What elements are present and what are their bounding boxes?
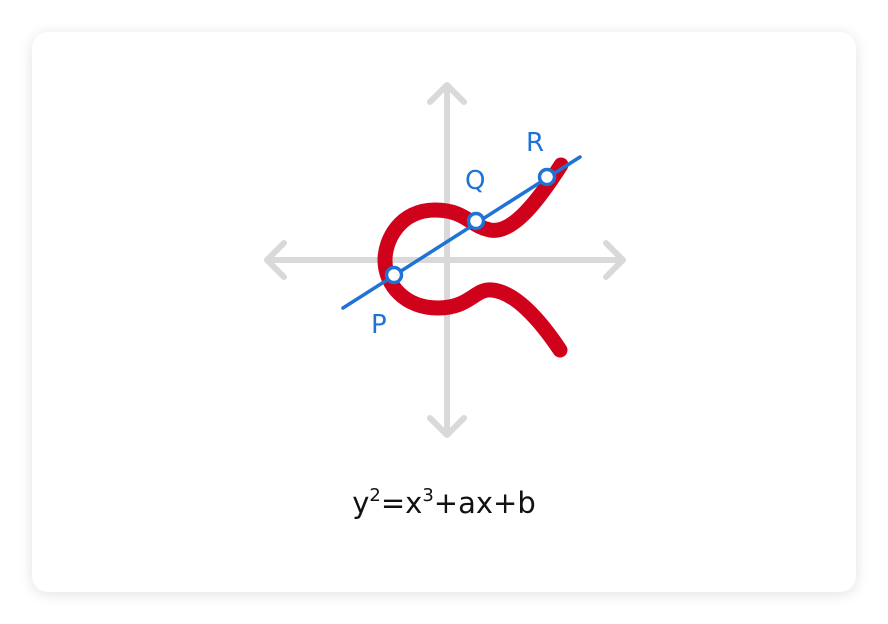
formula-x-exponent: 3 [422,485,434,506]
point-r [537,167,557,187]
formula-y: y [352,486,370,520]
point-p [384,265,404,285]
arrow-up-icon [427,82,467,105]
arrow-down-icon [427,415,467,438]
formula-eq: =x [380,486,423,520]
label-r: R [526,128,544,158]
axes [264,82,626,438]
arrow-left-icon [264,240,287,280]
elliptic-curve [377,157,569,358]
formula-y-exponent: 2 [369,485,381,506]
curve-equation: y2=x3+ax+b [0,486,888,520]
point-q [466,211,486,231]
label-p: P [371,310,387,340]
arrow-right-icon [603,240,626,280]
label-q: Q [465,166,485,196]
formula-rest: +ax+b [433,486,536,520]
